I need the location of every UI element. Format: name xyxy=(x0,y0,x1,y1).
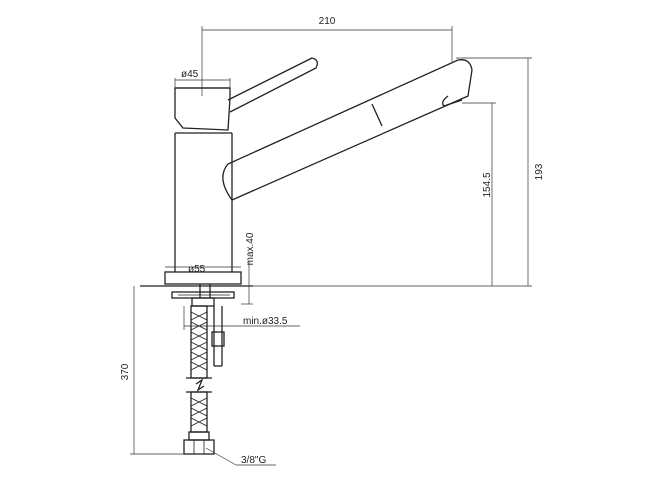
spout-aerator xyxy=(442,95,463,107)
dim-max-thickness: max.40 xyxy=(241,232,256,305)
pipe-fitting xyxy=(211,331,225,347)
spout-joint-line xyxy=(371,103,383,127)
faucet-body xyxy=(164,87,242,285)
mounting-hardware xyxy=(171,284,235,307)
callout-thread-label: 3/8"G xyxy=(241,455,266,466)
leader-line xyxy=(205,447,237,466)
break-symbol xyxy=(195,378,205,392)
base-flange xyxy=(164,271,242,285)
lever-outline xyxy=(227,57,318,113)
connector-nut xyxy=(183,439,215,455)
connector-collar xyxy=(188,431,210,441)
hose-assembly xyxy=(183,305,225,455)
callout-thread: 3/8"G xyxy=(205,447,276,466)
braid-pattern-upper xyxy=(190,311,208,371)
dim-hose-length: 370 xyxy=(120,286,184,455)
dim-min-hole-label: min.ø33.5 xyxy=(243,316,288,327)
dim-height-spout-label: 154.5 xyxy=(482,172,493,197)
dim-width-total-label: 210 xyxy=(319,16,336,27)
dim-min-hole: min.ø33.5 xyxy=(183,306,300,330)
dim-height-total: 193 xyxy=(253,57,545,287)
mounting-nut xyxy=(191,297,215,307)
lever-handle xyxy=(227,57,318,113)
dim-diameter-top-label: ø45 xyxy=(181,69,199,80)
spout-outline xyxy=(222,59,473,201)
dim-height-spout: 154.5 xyxy=(462,102,496,286)
dim-max-thickness-label: max.40 xyxy=(245,232,256,265)
dim-diameter-base: ø55 xyxy=(165,264,241,275)
dim-width-total: 210 xyxy=(201,16,453,96)
top-cap xyxy=(174,87,231,131)
dim-height-total-label: 193 xyxy=(534,163,545,180)
dim-hose-length-label: 370 xyxy=(120,363,131,380)
dim-diameter-base-label: ø55 xyxy=(188,264,206,275)
spout xyxy=(222,59,473,201)
dim-diameter-top: ø45 xyxy=(174,69,231,88)
braid-pattern-lower xyxy=(190,397,208,427)
flexible-hose-upper xyxy=(190,305,208,379)
